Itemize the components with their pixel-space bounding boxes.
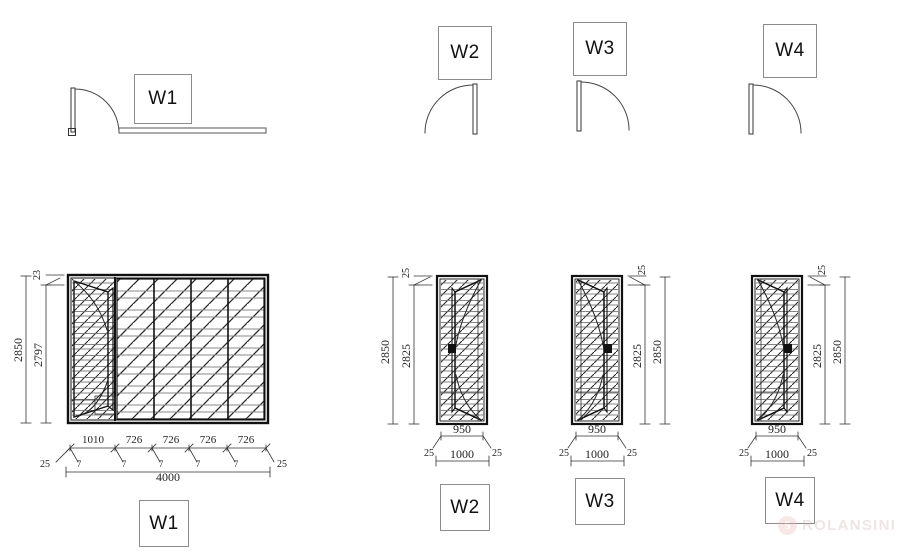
dim-text-w2-25-left: 25 <box>424 448 434 459</box>
tag-label: W2 <box>450 496 480 518</box>
plan-view-w1 <box>68 87 267 136</box>
tag-box-top-w2[interactable]: W2 <box>438 26 492 80</box>
tag-label: W4 <box>775 40 805 61</box>
tag-box-top-w3[interactable]: W3 <box>573 22 627 76</box>
dim-text-w1-2797: 2797 <box>31 343 45 367</box>
dim-w3-head-25 <box>627 275 647 286</box>
dim-w2-overall-1000 <box>435 455 490 467</box>
dim-text-w1-726-3: 726 <box>200 434 217 446</box>
plan-view-w2 <box>424 83 478 135</box>
dim-text-w1-726-2: 726 <box>163 434 180 446</box>
tag-box-bottom-w4[interactable]: W4 <box>765 477 815 524</box>
dim-text-w3-2825: 2825 <box>630 344 644 368</box>
elevation-w3 <box>567 274 671 467</box>
dim-text-w1-726-1: 726 <box>126 434 143 446</box>
dim-text-w4-2850: 2850 <box>830 340 844 364</box>
dim-text-w4-25-right: 25 <box>807 448 817 459</box>
dim-w2-height-2850 <box>387 276 399 425</box>
dim-text-w2-25-head: 25 <box>401 268 412 278</box>
tag-label: W3 <box>585 38 615 59</box>
tag-box-bottom-w2[interactable]: W2 <box>440 484 490 531</box>
dim-w1-overall-4000 <box>65 466 271 478</box>
dim-w1-chain <box>55 443 275 463</box>
elevation-w1 <box>20 273 275 478</box>
tag-label: W1 <box>149 512 179 534</box>
dim-text-w1-1010: 1010 <box>82 434 105 446</box>
dim-text-w3-2850: 2850 <box>650 340 664 364</box>
dim-w4-head-25 <box>807 275 827 286</box>
dim-text-w2-950: 950 <box>453 422 471 436</box>
plan-view-w4 <box>748 83 802 135</box>
dim-text-w1-2850: 2850 <box>11 338 25 362</box>
elevation-w4 <box>747 274 851 467</box>
dim-text-w3-25-right: 25 <box>627 448 637 459</box>
dim-text-w2-1000: 1000 <box>450 447 474 461</box>
tag-box-top-w1[interactable]: W1 <box>134 74 192 124</box>
tag-label: W4 <box>775 489 805 511</box>
dim-text-w3-1000: 1000 <box>585 447 609 461</box>
dim-text-w1-25-left: 25 <box>40 459 50 470</box>
dim-text-w4-1000: 1000 <box>765 447 789 461</box>
dim-text-w1-4000: 4000 <box>156 470 180 484</box>
dim-w3-leaf-950 <box>567 431 627 449</box>
dim-text-w1-7-3: 7 <box>159 459 164 469</box>
dim-w2-leaf-950 <box>432 431 492 449</box>
tag-label: W3 <box>585 490 615 512</box>
dim-text-w1-7-5: 7 <box>234 459 239 469</box>
tag-box-top-w4[interactable]: W4 <box>763 24 817 78</box>
dim-text-w1-23: 23 <box>32 270 43 280</box>
dim-w4-overall-1000 <box>750 455 805 467</box>
dim-text-w3-25-left: 25 <box>559 448 569 459</box>
dim-w3-height-2850 <box>659 276 671 425</box>
tag-label: W1 <box>148 88 178 109</box>
dim-w4-height-2850 <box>839 276 851 425</box>
dim-text-w1-726-4: 726 <box>238 434 255 446</box>
dim-text-w3-950: 950 <box>588 422 606 436</box>
dim-w1-head-23 <box>45 274 65 286</box>
dim-w4-leaf-950 <box>747 431 807 449</box>
dim-text-w4-950: 950 <box>768 422 786 436</box>
dim-text-w2-2825: 2825 <box>399 344 413 368</box>
dim-text-w3-25-head: 25 <box>637 265 648 275</box>
dim-text-w2-25-right: 25 <box>492 448 502 459</box>
dim-text-w1-25-right: 25 <box>277 459 287 470</box>
dim-text-w4-25-left: 25 <box>739 448 749 459</box>
dim-text-w2-2850: 2850 <box>378 340 392 364</box>
tag-label: W2 <box>450 42 480 63</box>
dim-text-w1-7-1: 7 <box>77 459 82 469</box>
dim-text-w4-25-head: 25 <box>817 265 828 275</box>
dim-w1-height-2850 <box>20 275 32 424</box>
elevation-w2 <box>387 274 492 467</box>
dim-text-w1-7-2: 7 <box>122 459 127 469</box>
dim-w2-head-25 <box>413 275 433 286</box>
tag-box-bottom-w1[interactable]: W1 <box>139 500 189 547</box>
dim-text-w1-7-4: 7 <box>196 459 201 469</box>
dim-text-w4-2825: 2825 <box>810 344 824 368</box>
tag-box-bottom-w3[interactable]: W3 <box>575 478 625 525</box>
dim-w3-overall-1000 <box>570 455 625 467</box>
plan-view-w3 <box>576 80 630 132</box>
